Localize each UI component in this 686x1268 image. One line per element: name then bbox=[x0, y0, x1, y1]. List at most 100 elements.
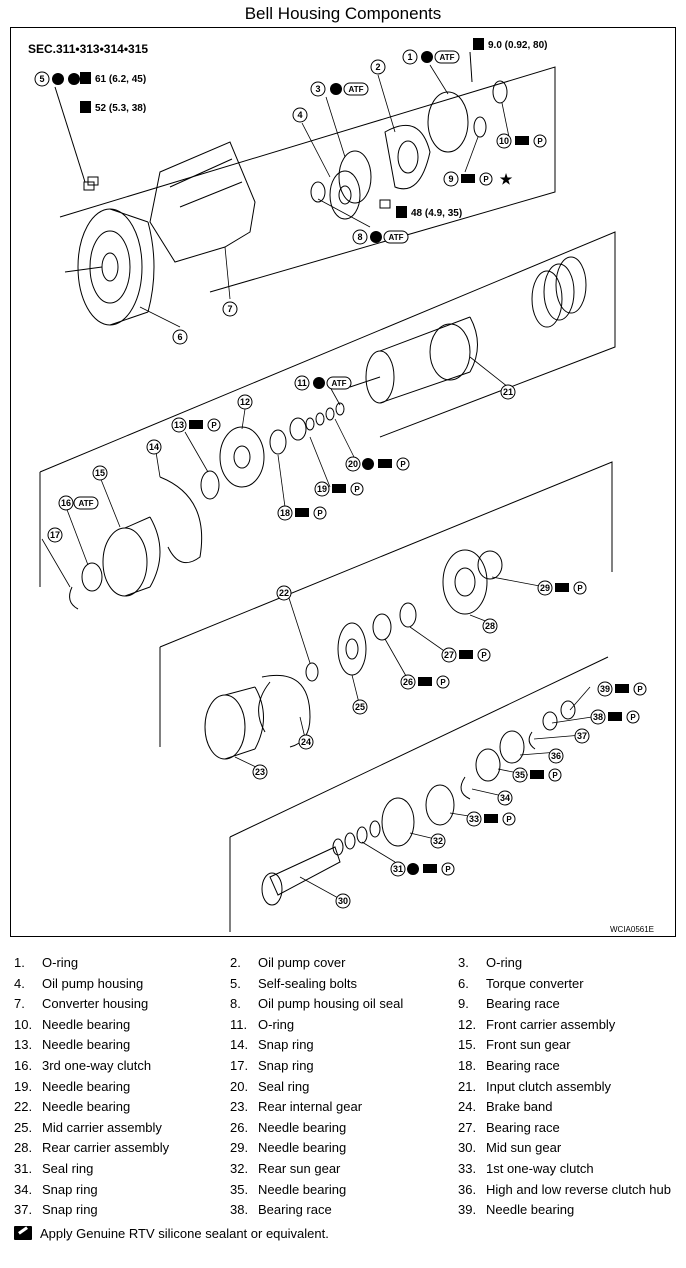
snap-ring-34 bbox=[460, 776, 471, 800]
svg-text:22: 22 bbox=[279, 588, 289, 598]
legend-item-name: Snap ring bbox=[42, 1202, 98, 1218]
oil-pump-housing-part bbox=[329, 170, 361, 220]
legend-item: 28.Rear carrier assembly bbox=[14, 1140, 169, 1155]
svg-text:P: P bbox=[400, 460, 406, 469]
legend-item-number: 13. bbox=[14, 1037, 33, 1053]
svg-text:4: 4 bbox=[297, 110, 302, 120]
legend-item-number: 22. bbox=[14, 1099, 33, 1115]
diagram-frame bbox=[10, 27, 676, 937]
legend-item: 6.Torque converter bbox=[458, 976, 584, 991]
svg-text:24: 24 bbox=[301, 737, 311, 747]
svg-text:12: 12 bbox=[240, 397, 250, 407]
legend-item-name: Needle bearing bbox=[258, 1140, 347, 1156]
needle-bearing-29 bbox=[477, 550, 503, 580]
legend-item-name: Needle bearing bbox=[486, 1202, 575, 1218]
needle-bearing-13 bbox=[200, 470, 220, 500]
svg-text:18: 18 bbox=[280, 508, 290, 518]
legend-item-name: Snap ring bbox=[258, 1058, 314, 1073]
torque-spec-3: 52 (5.3, 38) bbox=[95, 103, 146, 114]
legend-item-name: Rear carrier assembly bbox=[42, 1140, 170, 1156]
callout-22: 22 bbox=[276, 585, 292, 601]
svg-text:P: P bbox=[506, 815, 512, 824]
legend-item-number: 29. bbox=[230, 1140, 249, 1156]
lube-tag-9: P★ bbox=[461, 171, 513, 187]
needle-bearing-10 bbox=[492, 80, 508, 104]
oil-pump-cover-part bbox=[384, 124, 431, 190]
mid-carrier-part bbox=[337, 622, 367, 676]
svg-text:30: 30 bbox=[338, 896, 348, 906]
legend-item: 33.1st one-way clutch bbox=[458, 1161, 594, 1176]
legend-item-name: Needle bearing bbox=[258, 1181, 347, 1197]
legend-item-name: Oil pump housing oil seal bbox=[258, 996, 404, 1012]
legend-item-number: 6. bbox=[458, 975, 469, 991]
lube-tag-35: P bbox=[530, 768, 562, 782]
svg-text:ATF: ATF bbox=[79, 499, 94, 508]
legend-item: 9.Bearing race bbox=[458, 996, 560, 1011]
svg-text:31: 31 bbox=[393, 864, 403, 874]
bearing-race-9 bbox=[473, 116, 487, 138]
legend-item: 39.Needle bearing bbox=[458, 1202, 574, 1217]
callout-24: 24 bbox=[298, 734, 314, 750]
legend-item-name: Bearing race bbox=[258, 1202, 332, 1218]
svg-text:32: 32 bbox=[433, 836, 443, 846]
bolts-part bbox=[54, 86, 391, 209]
callout-36: 36 bbox=[548, 748, 564, 764]
legend-item-name: Mid sun gear bbox=[486, 1140, 562, 1156]
svg-text:7: 7 bbox=[227, 304, 232, 314]
bearing-race-27 bbox=[399, 602, 417, 628]
legend-item-number: 12. bbox=[458, 1016, 477, 1032]
legend-item-number: 7. bbox=[14, 996, 25, 1012]
legend-item-number: 33. bbox=[458, 1161, 477, 1176]
callout-3: 3 bbox=[310, 81, 326, 97]
svg-text:P: P bbox=[354, 485, 360, 494]
svg-text:9: 9 bbox=[448, 174, 453, 184]
legend-item-number: 4. bbox=[14, 975, 25, 991]
legend-item-number: 19. bbox=[14, 1078, 33, 1094]
svg-text:20: 20 bbox=[348, 459, 358, 469]
legend-item-name: O-ring bbox=[42, 955, 79, 970]
svg-text:13: 13 bbox=[174, 420, 184, 430]
legend-item-name: Oil pump cover bbox=[258, 955, 346, 970]
callout-35: 35 bbox=[512, 767, 528, 783]
svg-text:21: 21 bbox=[503, 387, 513, 397]
atf-tag: ATF bbox=[421, 50, 460, 64]
converter-housing-part bbox=[149, 141, 256, 263]
svg-text:P: P bbox=[440, 678, 446, 687]
svg-text:25: 25 bbox=[355, 702, 365, 712]
lube-tag-31: P bbox=[407, 862, 455, 876]
legend-item-name: High and low reverse clutch hub bbox=[486, 1181, 671, 1197]
legend-item: 31.Seal ring bbox=[14, 1161, 93, 1176]
legend-item-name: Oil pump housing bbox=[42, 975, 144, 991]
callout-26: 26 bbox=[400, 674, 416, 690]
legend-item-name: Needle bearing bbox=[42, 1078, 131, 1094]
legend-item-number: 11. bbox=[230, 1016, 248, 1032]
legend-item-number: 8. bbox=[230, 996, 241, 1012]
svg-text:33: 33 bbox=[469, 814, 479, 824]
legend-item: 1.O-ring bbox=[14, 955, 78, 970]
snap-ring-17 bbox=[69, 586, 79, 610]
legend-item-number: 17. bbox=[230, 1058, 249, 1073]
callout-12: 12 bbox=[237, 394, 253, 410]
legend-item-number: 15. bbox=[458, 1037, 477, 1053]
lube-tag-10: P bbox=[515, 134, 547, 148]
svg-text:27: 27 bbox=[444, 650, 454, 660]
svg-text:23: 23 bbox=[255, 767, 265, 777]
legend-item-name: Seal ring bbox=[42, 1161, 94, 1176]
svg-text:15: 15 bbox=[95, 468, 105, 478]
svg-text:38: 38 bbox=[593, 712, 603, 722]
one-way-clutch-16 bbox=[81, 562, 103, 592]
svg-text:P: P bbox=[317, 509, 323, 518]
legend-item-name: Rear internal gear bbox=[258, 1099, 363, 1115]
legend-item: 22.Needle bearing bbox=[14, 1099, 130, 1114]
legend-item: 19. Needle bearing bbox=[14, 1079, 130, 1094]
svg-text:P: P bbox=[630, 713, 636, 722]
callout-9: 9 bbox=[443, 171, 459, 187]
legend-item-name: 3rd one-way clutch bbox=[42, 1058, 152, 1073]
legend-item-number: 26. bbox=[230, 1119, 249, 1135]
legend-item-name: Needle bearing bbox=[42, 1037, 131, 1053]
svg-text:ATF: ATF bbox=[349, 85, 364, 94]
legend-item-number: 24. bbox=[458, 1099, 477, 1115]
svg-text:P: P bbox=[483, 175, 489, 184]
legend-item: 8. Oil pump housing oil seal bbox=[230, 996, 403, 1011]
torque-wrench-icon bbox=[396, 206, 407, 218]
